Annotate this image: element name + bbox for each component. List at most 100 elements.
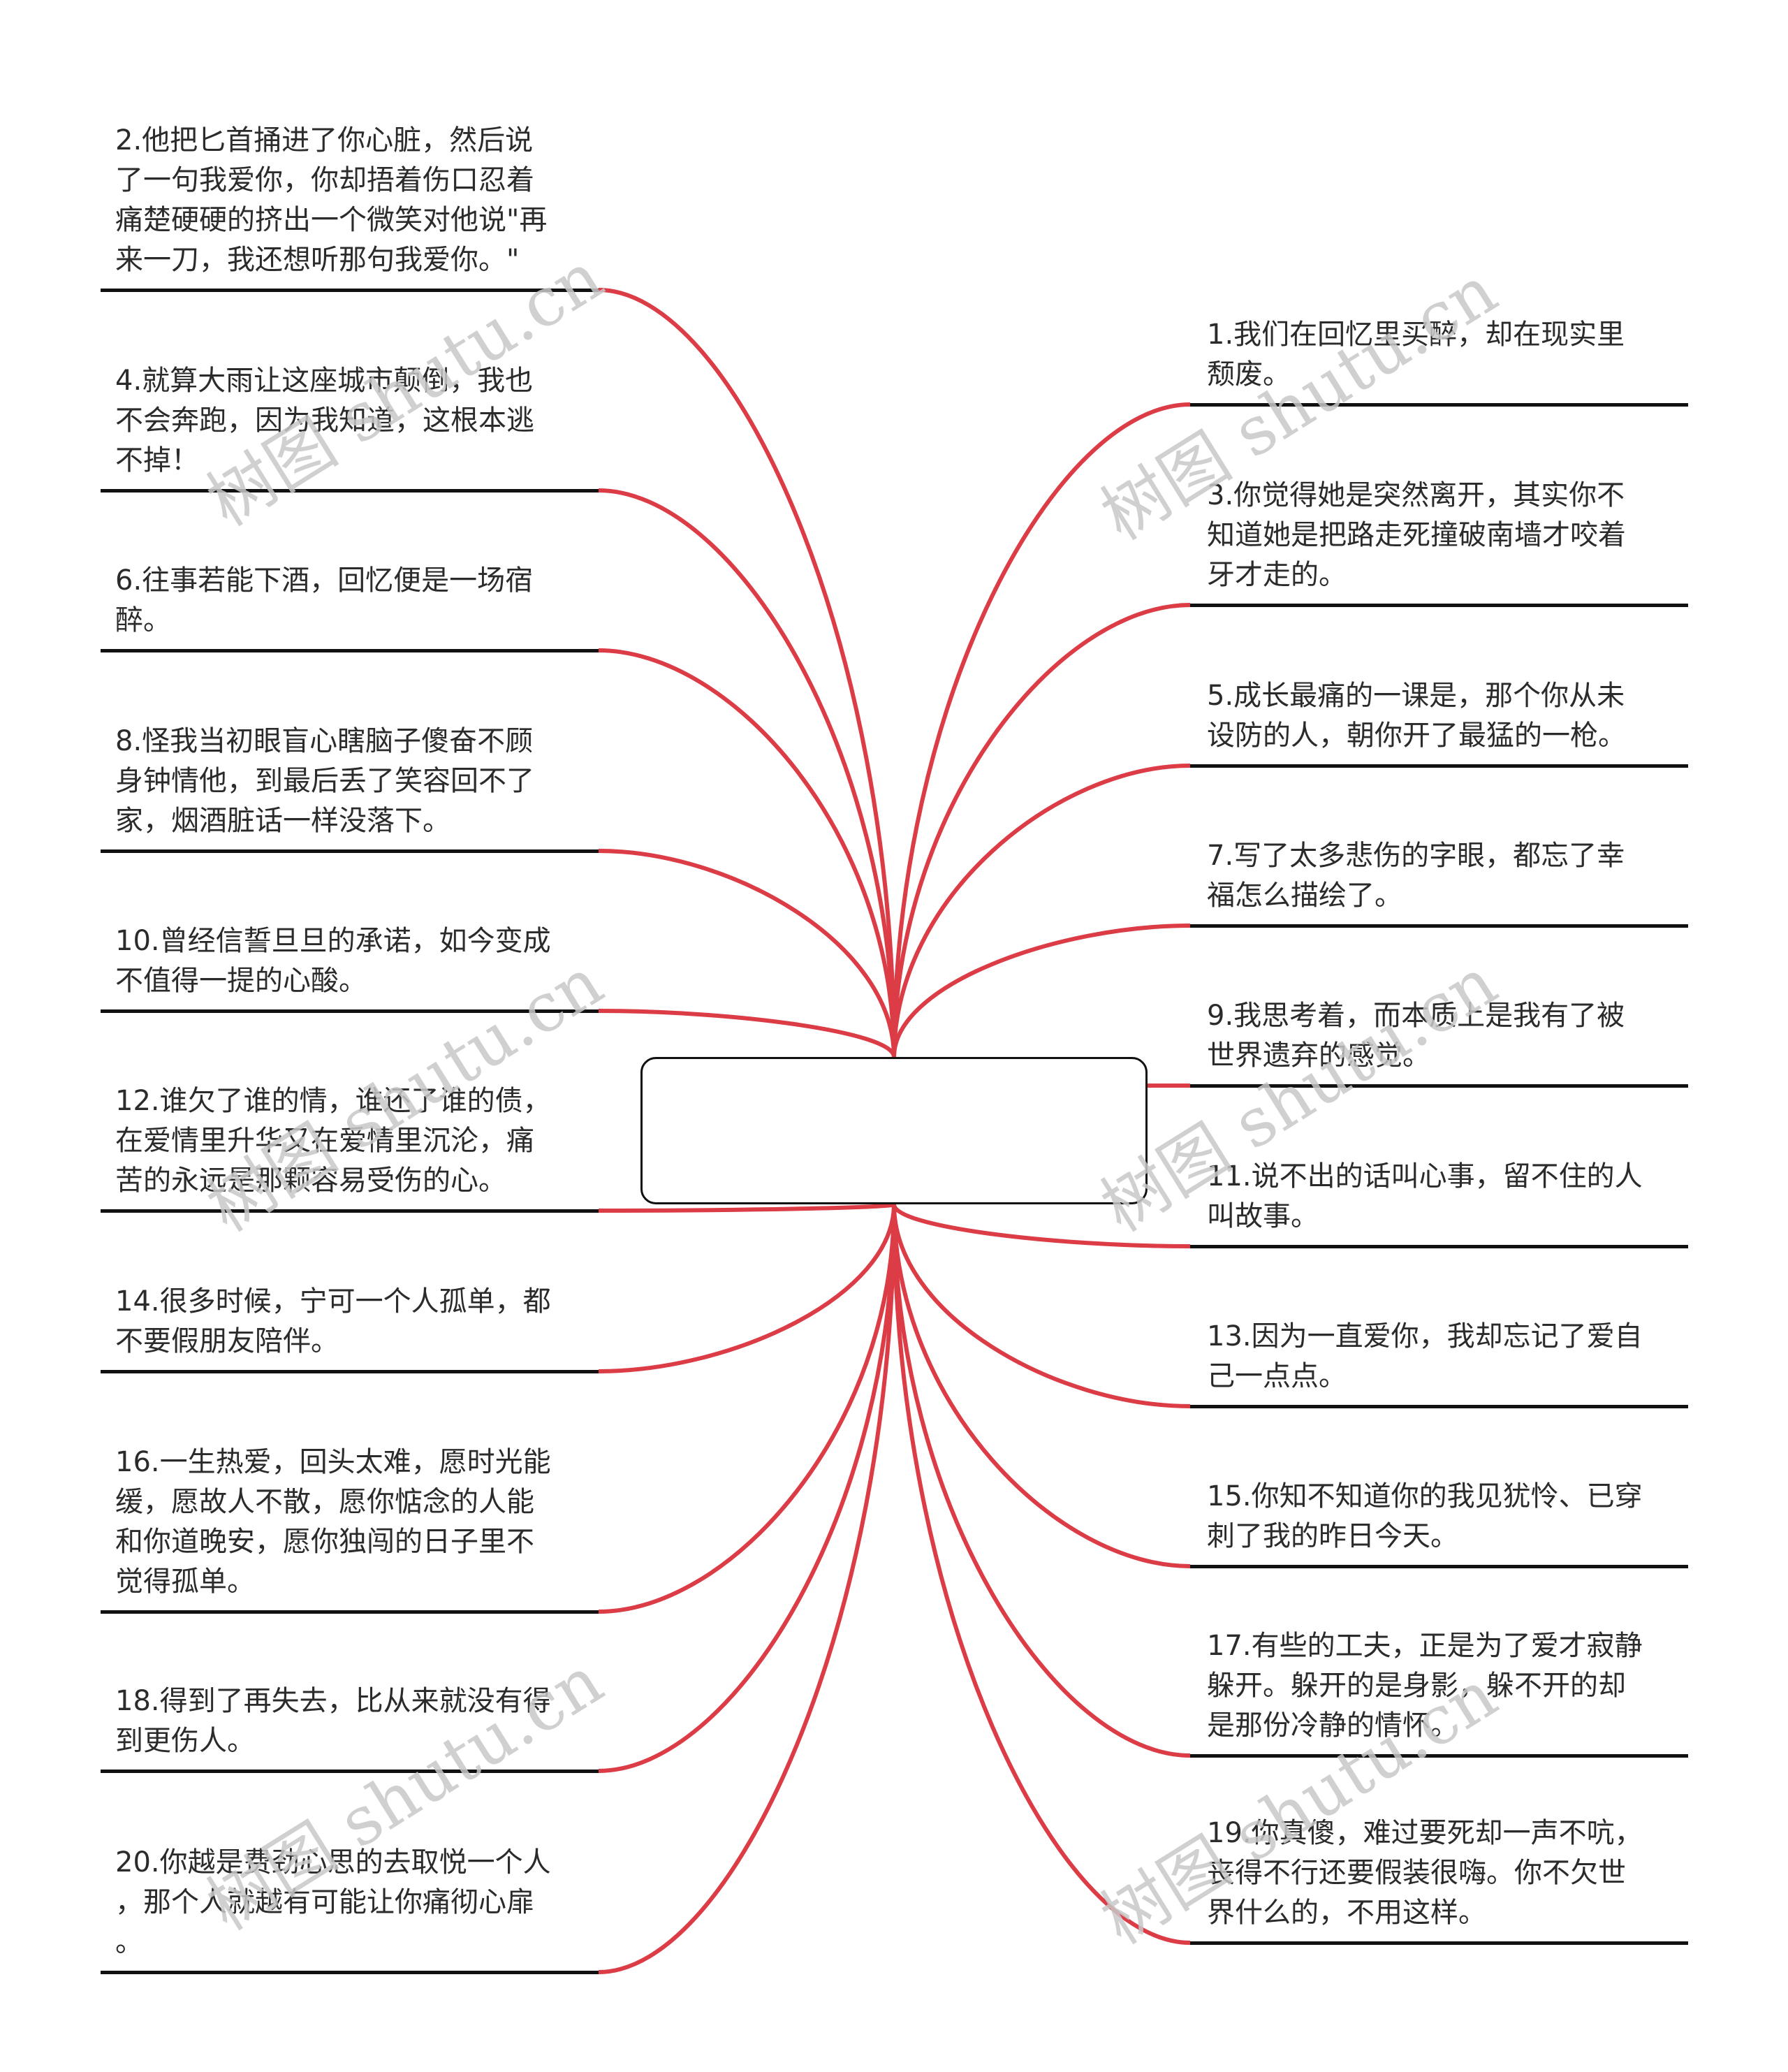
center-node[interactable]	[640, 1057, 1148, 1204]
topic-text-line: 了一句我爱你，你却捂着伤口忍着	[115, 164, 534, 196]
topic-text: 6.往事若能下酒，回忆便是一场宿醉。	[115, 561, 599, 641]
topic-text: 8.怪我当初眼盲心瞎脑子傻奋不顾身钟情他，到最后丢了笑容回不了家，烟酒脏话一样没…	[115, 722, 599, 841]
topic-text-line: 不值得一提的心酸。	[115, 965, 367, 997]
topic-text: 13.因为一直爱你，我却忘记了爱自己一点点。	[1207, 1317, 1688, 1396]
topic-text-line: 15.你知不知道你的我见犹怜、已穿	[1207, 1480, 1643, 1512]
topic-text-line: 觉得孤单。	[115, 1566, 255, 1598]
link-2	[598, 288, 896, 1058]
topic-underline	[101, 1770, 599, 1773]
topic-text-line: 1.我们在回忆里买醉，却在现实里	[1207, 319, 1625, 351]
topic-underline	[1190, 604, 1688, 607]
topic-text-line: 颓废。	[1207, 358, 1291, 391]
topic-text-line: 和你道晚安，愿你独闯的日子里不	[115, 1526, 534, 1558]
topic-text-line: 8.怪我当初眼盲心瞎脑子傻奋不顾	[115, 725, 534, 757]
topic-underline	[101, 849, 599, 853]
link-16	[598, 1204, 896, 1614]
topic-text-line: 刺了我的昨日今天。	[1207, 1520, 1458, 1552]
topic-underline	[101, 489, 599, 493]
topic-text: 16.一生热爱，回头太难，愿时光能缓，愿故人不散，愿你惦念的人能和你道晚安，愿你…	[115, 1443, 599, 1602]
link-4	[598, 488, 896, 1058]
topic-text: 11.说不出的话叫心事，留不住的人叫故事。	[1207, 1157, 1688, 1236]
topic-text-line: 不掉！	[115, 444, 199, 476]
topic-text-line: 来一刀，我还想听那句我爱你。"	[115, 244, 520, 276]
link-15	[892, 1204, 1191, 1568]
topic-text-line: 5.成长最痛的一课是，那个你从未	[1207, 680, 1625, 712]
topic-text-line: 12.谁欠了谁的情，谁还了谁的债，	[115, 1085, 551, 1117]
link-10	[598, 1009, 896, 1058]
topic-text-line: 世界遗弃的感觉。	[1207, 1039, 1430, 1072]
topic-underline	[1190, 1941, 1688, 1945]
topic-text-line: 是那份冷静的情怀。	[1207, 1709, 1458, 1742]
topic-text-line: 11.说不出的话叫心事，留不住的人	[1207, 1160, 1643, 1192]
topic-text: 2.他把匕首捅进了你心脏，然后说了一句我爱你，你却捂着伤口忍着痛楚硬硬的挤出一个…	[115, 121, 599, 280]
link-18	[598, 1204, 896, 1773]
topic-underline	[101, 1971, 599, 1974]
topic-text-line: 醉。	[115, 604, 171, 636]
topic-text-line: 丧得不行还要假装很嗨。你不欠世	[1207, 1857, 1626, 1889]
link-13	[892, 1204, 1191, 1408]
topic-text-line: 缓，愿故人不散，愿你惦念的人能	[115, 1486, 534, 1518]
topic-text-line: 痛楚硬硬的挤出一个微笑对他说"再	[115, 204, 548, 236]
topic-text: 17.有些的工夫，正是为了爱才寂静躲开。躲开的是身影，躲不开的却是那份冷静的情怀…	[1207, 1626, 1688, 1746]
link-14	[598, 1204, 896, 1373]
topic-text-line: 4.就算大雨让这座城市颠倒，我也	[115, 365, 534, 397]
topic-text: 9.我思考着，而本质上是我有了被世界遗弃的感觉。	[1207, 996, 1688, 1076]
topic-underline	[101, 1370, 599, 1373]
topic-text-line: 界什么的，不用这样。	[1207, 1897, 1486, 1929]
topic-underline	[1190, 924, 1688, 928]
topic-text-line: 2.他把匕首捅进了你心脏，然后说	[115, 124, 534, 156]
topic-text-line: 知道她是把路走死撞破南墙才咬着	[1207, 519, 1626, 551]
topic-text-line: 牙才走的。	[1207, 559, 1347, 591]
topic-text-line: 不会奔跑，因为我知道，这根本逃	[115, 404, 534, 437]
link-1	[892, 402, 1191, 1058]
topic-text-line: ，那个人就越有可能让你痛彻心扉	[115, 1886, 534, 1918]
topic-text-line: 7.写了太多悲伤的字眼，都忘了幸	[1207, 840, 1625, 872]
topic-text-line: 17.有些的工夫，正是为了爱才寂静	[1207, 1630, 1643, 1662]
topic-text: 4.就算大雨让这座城市颠倒，我也不会奔跑，因为我知道，这根本逃不掉！	[115, 361, 599, 481]
topic-text-line: 20.你越是费劲心思的去取悦一个人	[115, 1846, 551, 1878]
topic-text: 14.很多时候，宁可一个人孤单，都不要假朋友陪伴。	[115, 1282, 599, 1362]
topic-text-line: 18.得到了再失去，比从来就没有得	[115, 1685, 551, 1717]
topic-text-line: 己一点点。	[1207, 1360, 1347, 1392]
topic-underline	[1190, 1754, 1688, 1758]
topic-text-line: 在爱情里升华又在爱情里沉沦，痛	[115, 1125, 534, 1157]
topic-text-line: 到更伤人。	[115, 1725, 255, 1757]
topic-text-line: 躲开。躲开的是身影，躲不开的却	[1207, 1670, 1626, 1702]
topic-text-line: 10.曾经信誓旦旦的承诺，如今变成	[115, 925, 551, 957]
topic-text-line: 3.你觉得她是突然离开，其实你不	[1207, 479, 1625, 511]
topic-text: 10.曾经信誓旦旦的承诺，如今变成不值得一提的心酸。	[115, 921, 599, 1001]
link-5	[892, 764, 1191, 1058]
topic-text: 1.我们在回忆里买醉，却在现实里颓废。	[1207, 315, 1688, 395]
topic-text-line: 14.很多时候，宁可一个人孤单，都	[115, 1285, 551, 1318]
link-11	[892, 1204, 1191, 1248]
topic-text: 3.你觉得她是突然离开，其实你不知道她是把路走死撞破南墙才咬着牙才走的。	[1207, 476, 1688, 595]
link-8	[598, 849, 896, 1058]
topic-text: 20.你越是费劲心思的去取悦一个人 ，那个人就越有可能让你痛彻心扉。	[115, 1843, 599, 1962]
topic-underline	[1190, 1405, 1688, 1408]
link-17	[892, 1204, 1191, 1758]
link-12	[598, 1202, 896, 1213]
topic-underline	[101, 1610, 599, 1614]
topic-text-line: 9.我思考着，而本质上是我有了被	[1207, 1000, 1625, 1032]
topic-text-line: 身钟情他，到最后丢了笑容回不了	[115, 765, 534, 797]
topic-text-line: 6.往事若能下酒，回忆便是一场宿	[115, 564, 534, 597]
topic-underline	[101, 289, 599, 292]
topic-text-line: 。	[115, 1926, 143, 1958]
topic-text: 7.写了太多悲伤的字眼，都忘了幸福怎么描绘了。	[1207, 836, 1688, 916]
link-3	[892, 603, 1191, 1058]
topic-text-line: 19.你真傻，难过要死却一声不吭，	[1207, 1817, 1643, 1849]
topic-text-line: 16.一生热爱，回头太难，愿时光能	[115, 1446, 551, 1478]
topic-underline	[1190, 403, 1688, 407]
topic-underline	[1190, 1084, 1688, 1088]
link-19	[892, 1204, 1191, 1945]
topic-underline	[1190, 1565, 1688, 1568]
topic-text-line: 福怎么描绘了。	[1207, 880, 1402, 912]
topic-underline	[101, 1009, 599, 1013]
topic-text: 5.成长最痛的一课是，那个你从未设防的人，朝你开了最猛的一枪。	[1207, 676, 1688, 756]
topic-text-line: 不要假朋友陪伴。	[115, 1325, 339, 1357]
topic-text-line: 苦的永远是那颗容易受伤的心。	[115, 1165, 506, 1197]
topic-text-line: 家，烟酒脏话一样没落下。	[115, 805, 450, 837]
topic-text-line: 设防的人，朝你开了最猛的一枪。	[1207, 720, 1626, 752]
